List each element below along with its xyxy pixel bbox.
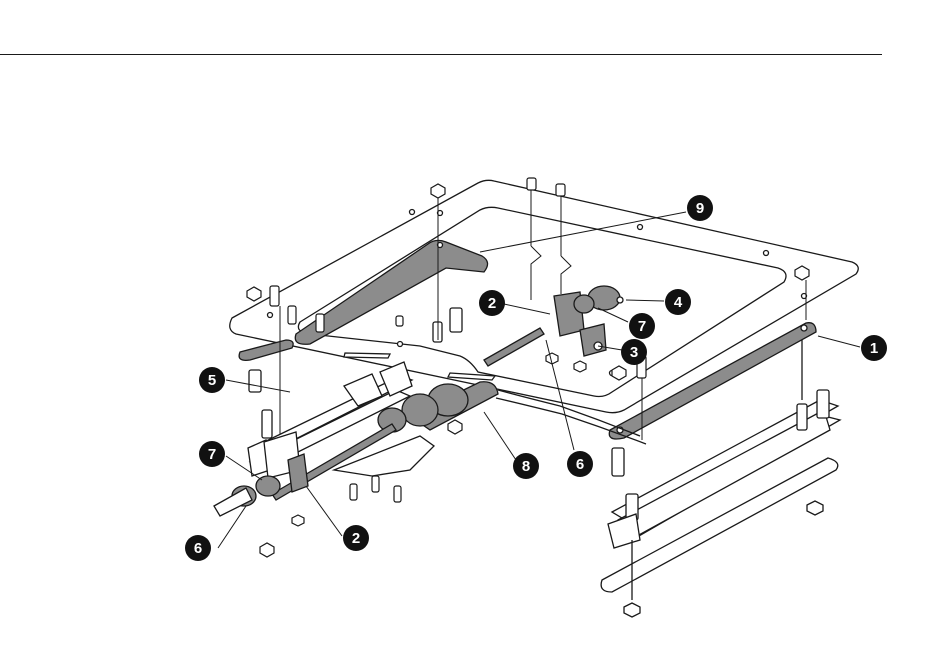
callout-1-label: 1 (870, 340, 878, 357)
callout-8: 8 (513, 453, 539, 479)
callout-2-upper-label: 2 (488, 295, 496, 312)
callout-9-label: 9 (696, 200, 704, 217)
callout-4-label: 4 (674, 294, 683, 311)
callout-2-lower-label: 2 (352, 530, 360, 547)
top-frame-plate (230, 180, 859, 412)
callout-2-lower: 2 (343, 525, 369, 551)
callout-6-left: 6 (185, 535, 211, 561)
left-lower-bracket (239, 340, 293, 360)
callout-3-label: 3 (630, 344, 638, 361)
callout-2-upper: 2 (479, 290, 505, 316)
callout-6-center: 6 (567, 451, 593, 477)
callout-7-left: 7 (199, 441, 225, 467)
callout-6-center-label: 6 (576, 456, 584, 473)
callout-5: 5 (199, 367, 225, 393)
callout-7-right-label: 7 (638, 318, 646, 335)
callout-8-label: 8 (522, 458, 530, 475)
callout-1: 1 (861, 335, 887, 361)
callout-4: 4 (665, 289, 691, 315)
callout-6-left-label: 6 (194, 540, 202, 557)
callout-7-right: 7 (629, 313, 655, 339)
callout-7-left-label: 7 (208, 446, 216, 463)
callout-3: 3 (621, 339, 647, 365)
callout-9: 9 (687, 195, 713, 221)
callout-5-label: 5 (208, 372, 216, 389)
